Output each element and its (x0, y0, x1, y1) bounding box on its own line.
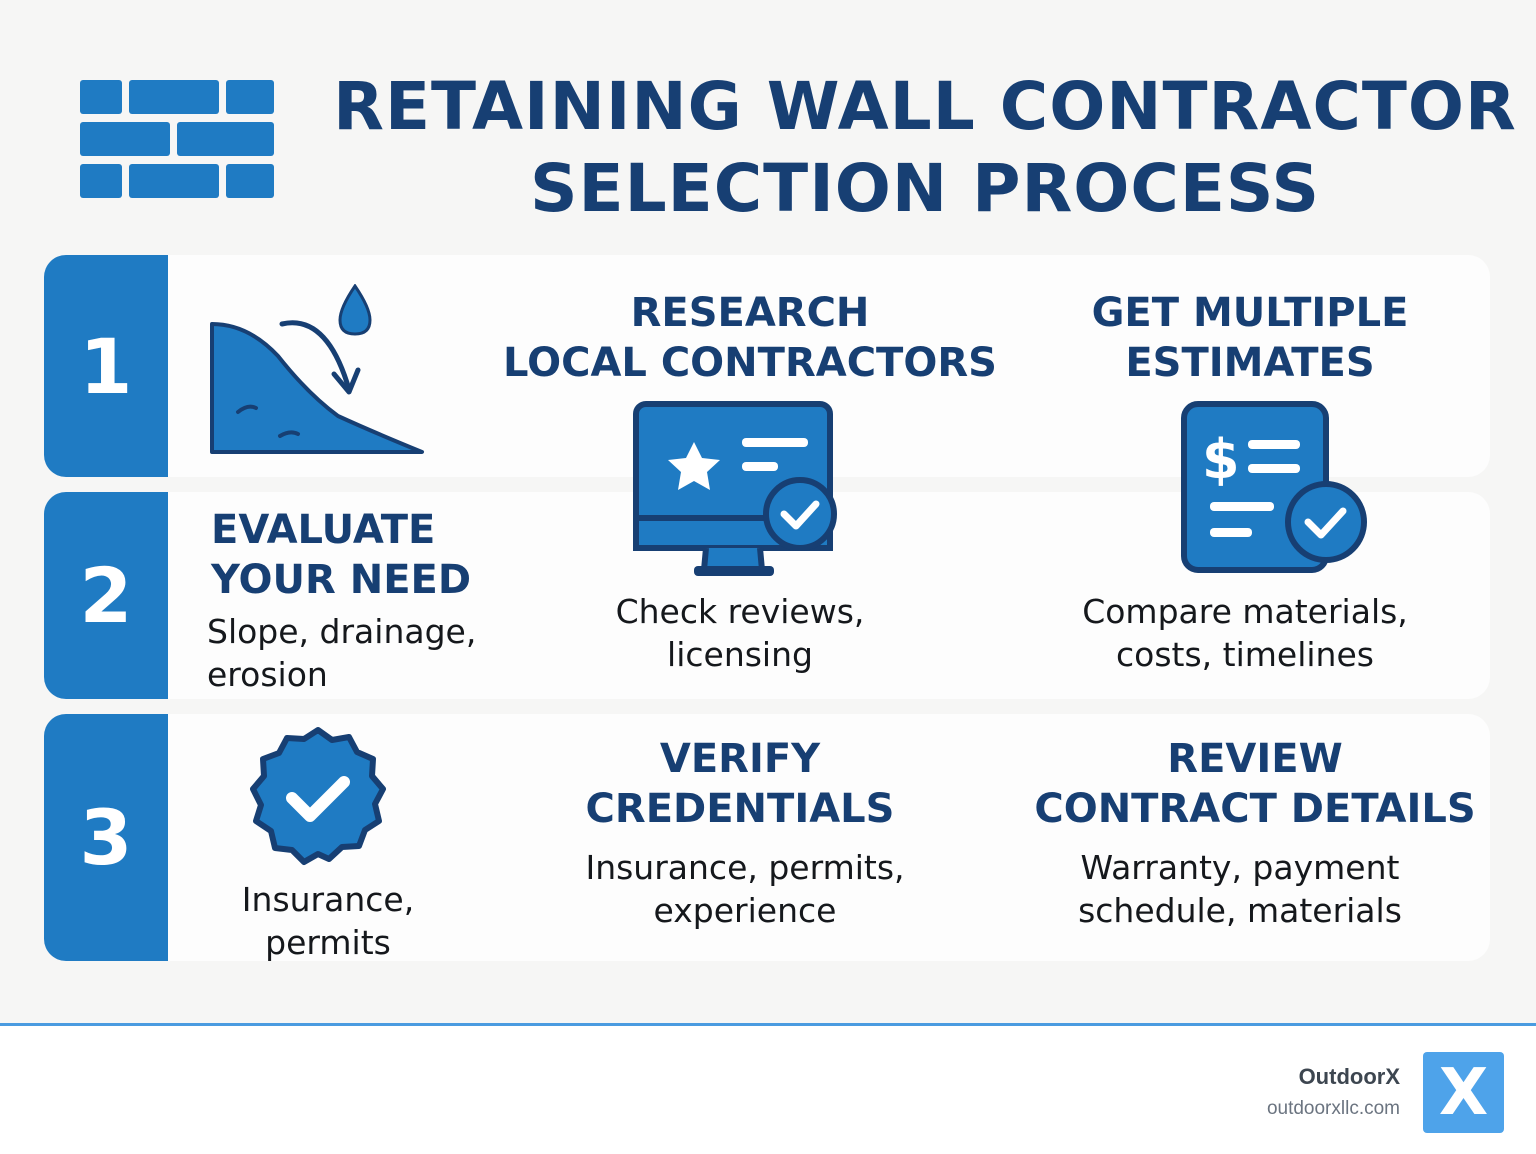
review-heading-line-1: REVIEW (1167, 736, 1343, 782)
research-heading: RESEARCH LOCAL CONTRACTORS (490, 288, 1010, 388)
research-heading-line-1: RESEARCH (630, 290, 870, 336)
evaluate-heading: EVALUATE YOUR NEED (211, 505, 501, 605)
brand-logo: X (1423, 1052, 1504, 1133)
estimates-description: Compare materials, costs, timelines (1050, 590, 1440, 676)
evaluate-description-line-2: erosion (207, 655, 328, 694)
step3-description-line-2: permits (265, 923, 391, 962)
research-description-line-1: Check reviews, (615, 592, 865, 631)
step3-description-line-1: Insurance, (241, 880, 415, 919)
research-description: Check reviews, licensing (560, 590, 920, 676)
page-title: RETAINING WALL CONTRACTOR SELECTION PROC… (330, 66, 1520, 230)
verify-description: Insurance, permits, experience (560, 846, 930, 932)
monitor-review-icon (633, 401, 837, 576)
step3-description: Insurance, permits (200, 878, 456, 964)
footer-divider (0, 1023, 1536, 1026)
brand-name: OutdoorX (1298, 1064, 1400, 1089)
step-number-2: 2 (44, 492, 168, 699)
badge-check-icon (250, 727, 386, 865)
estimates-heading: GET MULTIPLE ESTIMATES (1020, 288, 1480, 388)
footer (0, 1026, 1536, 1154)
evaluate-heading-line-2: YOUR NEED (211, 557, 472, 603)
verify-heading: VERIFY CREDENTIALS (530, 734, 950, 834)
review-heading-line-2: CONTRACT DETAILS (1034, 786, 1476, 832)
estimates-heading-line-2: ESTIMATES (1125, 340, 1375, 386)
estimates-heading-line-1: GET MULTIPLE (1091, 290, 1409, 336)
evaluate-description-line-1: Slope, drainage, (207, 612, 477, 651)
estimate-document-icon: $ (1181, 401, 1367, 573)
brand-url: outdoorxllc.com (1266, 1098, 1400, 1119)
svg-text:$: $ (1202, 428, 1240, 491)
verify-heading-line-2: CREDENTIALS (585, 786, 895, 832)
step-number-3: 3 (44, 714, 168, 961)
verify-description-line-2: experience (653, 891, 837, 930)
verify-description-line-1: Insurance, permits, (585, 848, 905, 887)
review-heading: REVIEW CONTRACT DETAILS (1030, 734, 1480, 834)
research-heading-line-2: LOCAL CONTRACTORS (503, 340, 997, 386)
review-description: Warranty, payment schedule, materials (1060, 846, 1420, 932)
title-line-2: SELECTION PROCESS (529, 150, 1321, 227)
step-number-1: 1 (44, 255, 168, 477)
estimates-description-line-2: costs, timelines (1116, 635, 1374, 674)
evaluate-heading-line-1: EVALUATE (211, 507, 436, 553)
review-description-line-2: schedule, materials (1078, 891, 1402, 930)
estimates-description-line-1: Compare materials, (1082, 592, 1408, 631)
evaluate-description: Slope, drainage, erosion (207, 610, 507, 696)
verify-heading-line-1: VERIFY (659, 736, 821, 782)
title-line-1: RETAINING WALL CONTRACTOR (333, 68, 1517, 145)
review-description-line-1: Warranty, payment (1080, 848, 1400, 887)
slope-drainage-icon (210, 284, 424, 454)
research-description-line-2: licensing (667, 635, 813, 674)
brick-wall-icon (80, 80, 274, 198)
